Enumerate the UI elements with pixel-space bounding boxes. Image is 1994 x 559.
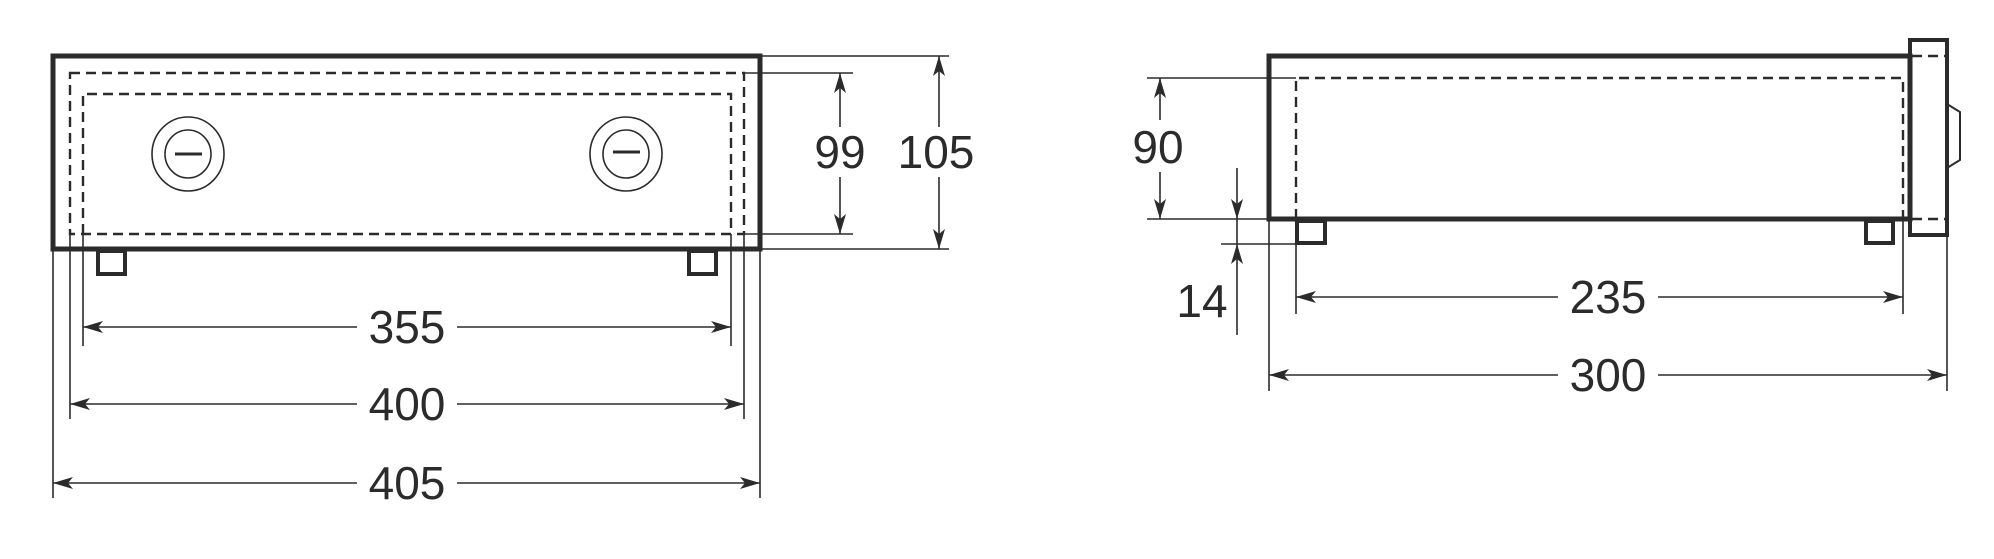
front-foot-right — [687, 249, 718, 276]
side-body — [1266, 53, 1913, 222]
front-dashed-inner — [81, 92, 733, 234]
side-dashed-inner — [1294, 76, 1905, 219]
dimension-label: 300 — [1570, 349, 1647, 401]
dimension-label: 235 — [1570, 271, 1647, 323]
dimension-label: 90 — [1132, 121, 1183, 173]
dimension-99: 99 — [808, 73, 872, 234]
dimension-90: 90 — [1128, 78, 1192, 219]
front-panel — [1908, 38, 1949, 237]
front-foot-left — [96, 249, 127, 276]
dimension-label: 405 — [369, 457, 446, 509]
dimension-300: 300 — [1269, 349, 1947, 401]
dimension-105: 105 — [892, 56, 982, 249]
dimension-label: 99 — [814, 126, 865, 178]
dimension-label: 105 — [898, 126, 975, 178]
knob-right-icon — [589, 116, 663, 192]
dimension-label: 400 — [369, 378, 446, 430]
side-foot-left — [1295, 219, 1327, 245]
front-view: 355 400 405 99 105 — [50, 53, 982, 509]
dimension-14: 14 — [1176, 168, 1243, 335]
dimension-405: 405 — [53, 457, 760, 509]
side-foot-right — [1864, 219, 1895, 245]
handle-icon — [1946, 103, 1961, 169]
dimension-355: 355 — [83, 301, 731, 353]
side-view: 90 14 235 300 — [1128, 38, 1961, 401]
dimension-label: 355 — [369, 301, 446, 353]
front-dashed-outer — [68, 71, 746, 236]
dimension-235: 235 — [1296, 271, 1903, 323]
knob-left-icon — [151, 116, 225, 192]
dimension-400: 400 — [70, 378, 744, 430]
dimension-label: 14 — [1176, 275, 1227, 327]
front-outer-frame — [50, 53, 763, 252]
